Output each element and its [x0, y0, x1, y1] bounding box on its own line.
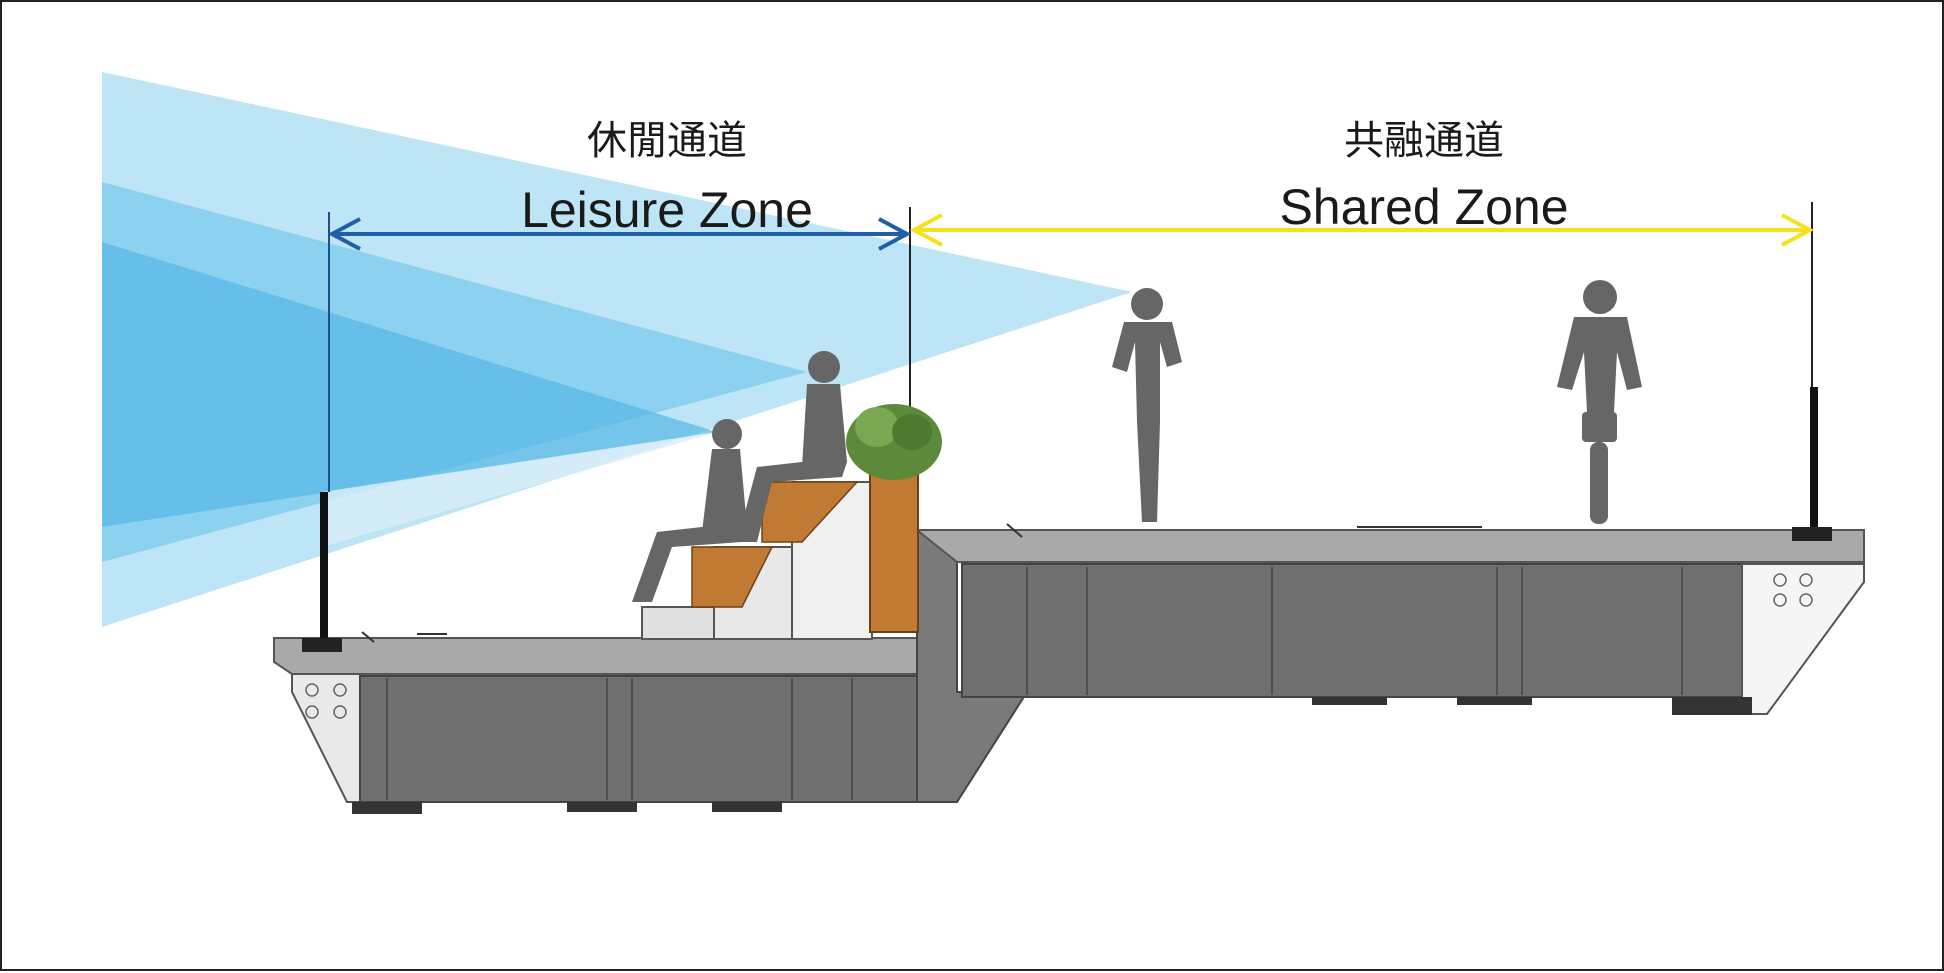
- bridge-structure: [273, 529, 1865, 814]
- leisure-zone-label-en: Leisure Zone: [521, 182, 813, 238]
- deck-details: [361, 523, 1482, 643]
- shared-zone-label-zh: 共融通道: [1344, 118, 1504, 164]
- seating-steps: [641, 481, 873, 640]
- view-cone: [102, 72, 1132, 627]
- plant-icon: [846, 404, 942, 480]
- shared-zone-label-en: Shared Zone: [1279, 179, 1568, 235]
- leisure-zone-arrow: [327, 217, 912, 251]
- seated-person-icon: [632, 351, 847, 602]
- leisure-zone-label-zh: 休閒通道: [587, 118, 747, 164]
- runner-icon: [1112, 288, 1182, 522]
- cyclist-icon: [1557, 280, 1642, 524]
- railing-icon: [302, 387, 1832, 652]
- planter-icon: [846, 404, 942, 633]
- shared-zone-arrow: [909, 213, 1815, 247]
